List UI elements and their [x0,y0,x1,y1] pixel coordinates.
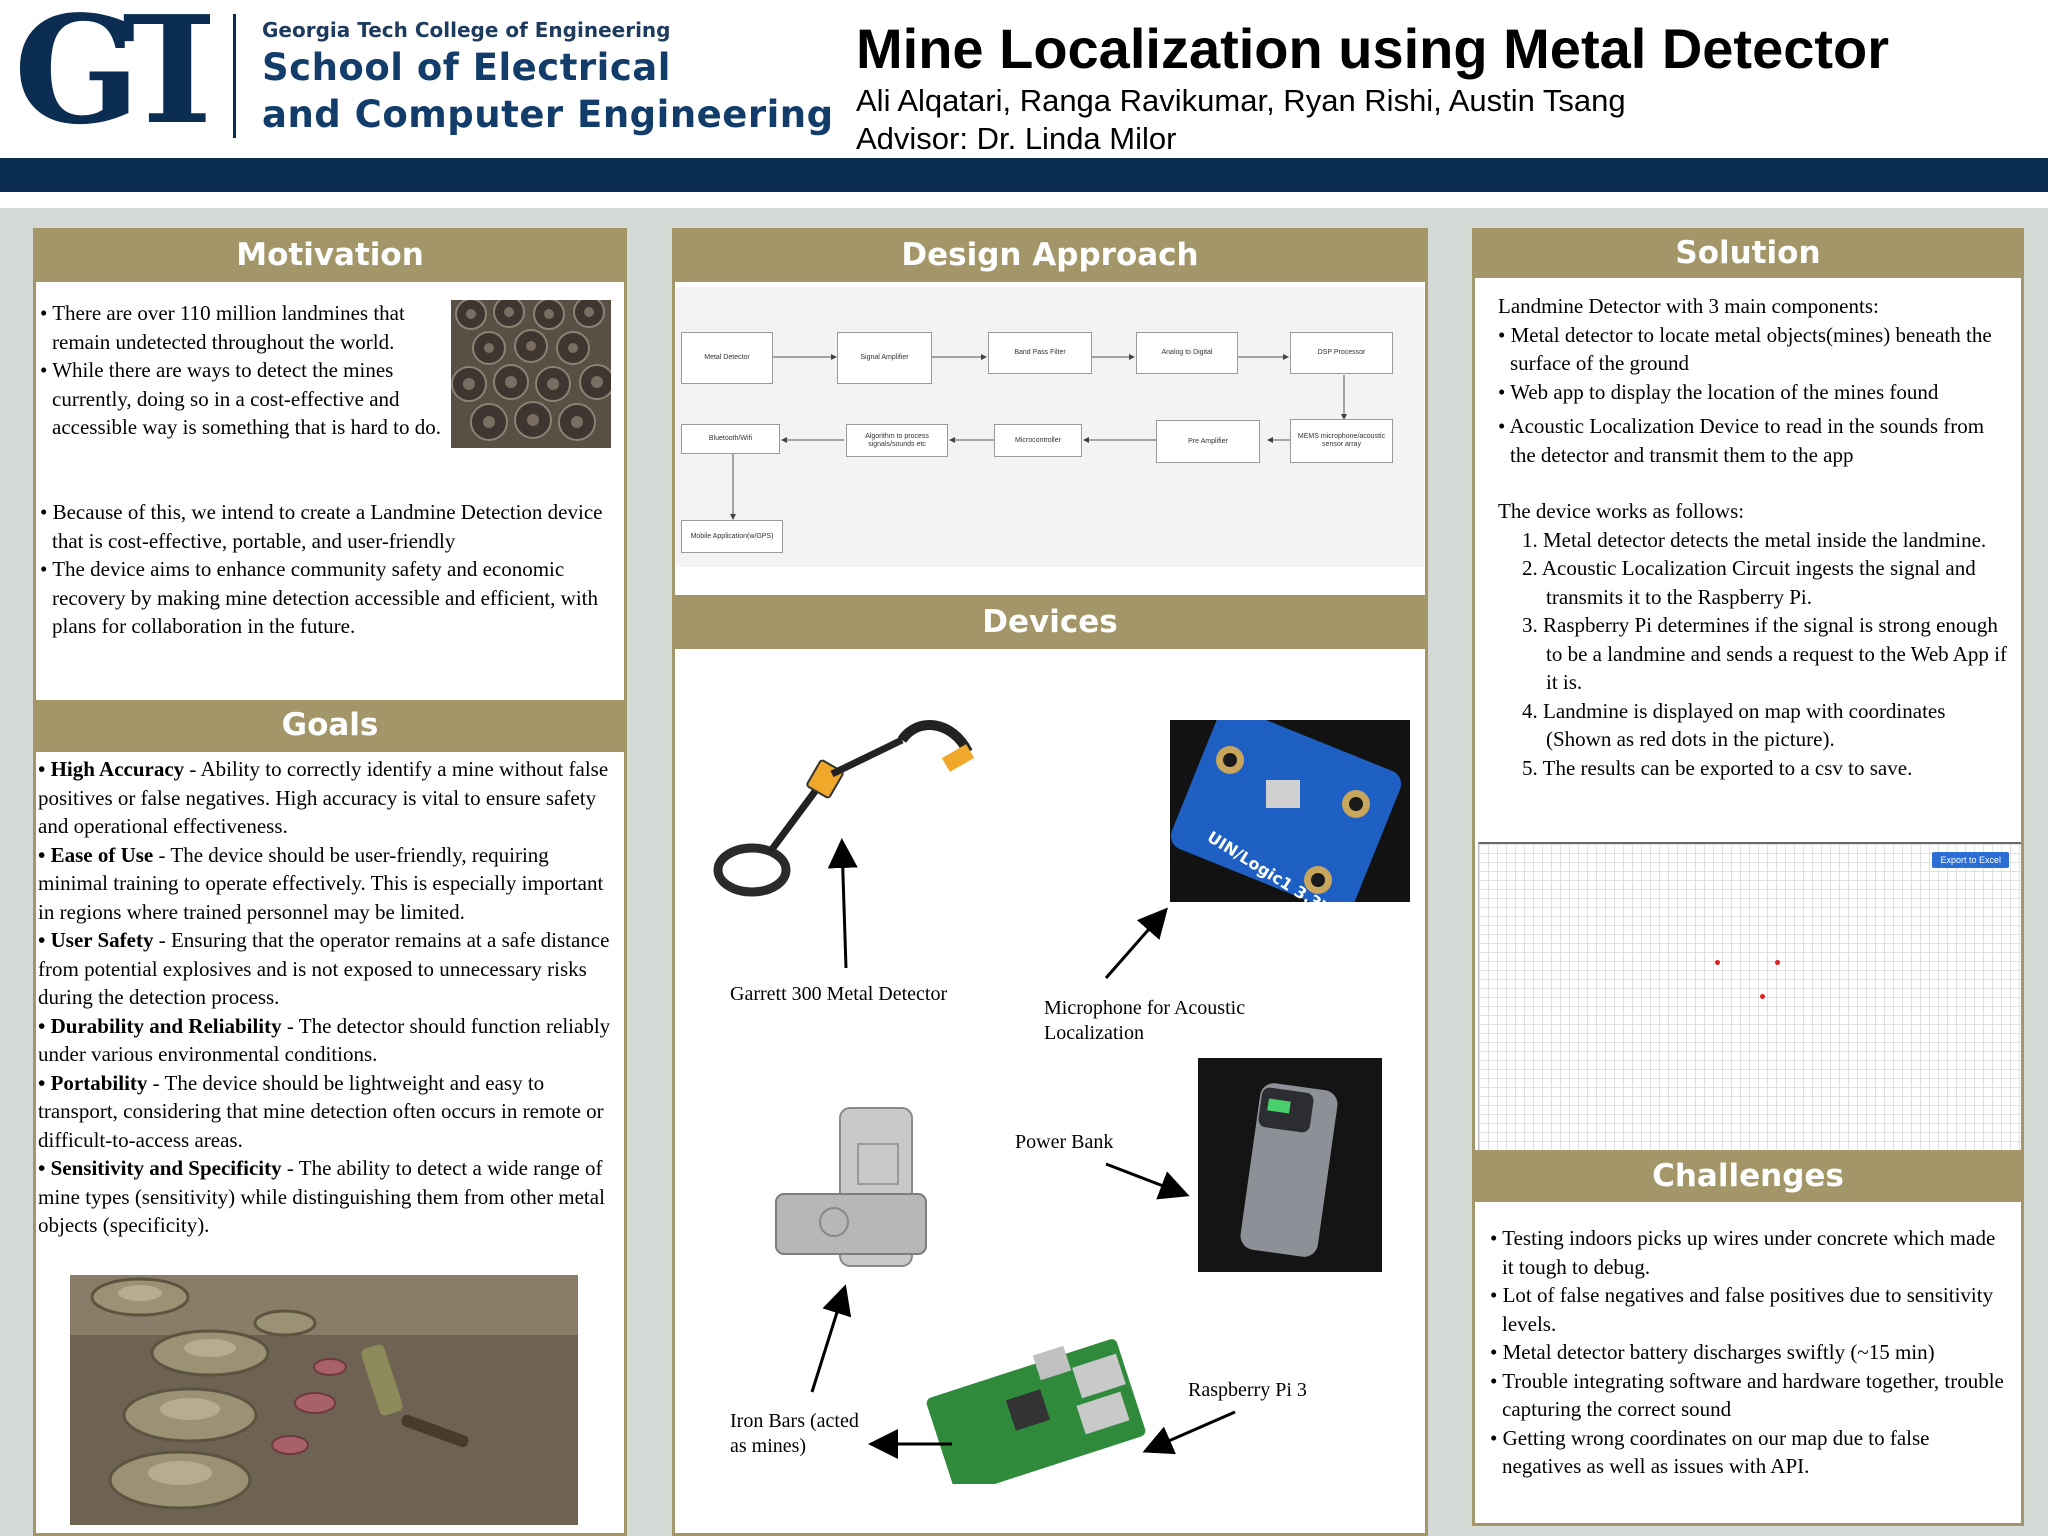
metal-detector-label: Garrett 300 Metal Detector [730,983,948,1005]
solution-step: 1. Metal detector detects the metal insi… [1522,527,1987,552]
design-approach-heading: Design Approach [672,228,1428,282]
svg-text:GT: GT [18,10,210,138]
solution-works-intro: The device works as follows: [1498,499,1745,523]
block-algorithm: Algorithm to process signals/sounds etc [846,424,948,457]
motivation-bullet: • There are over 110 million landmines t… [40,301,405,354]
goal-desc: - The device should be lightweight and e… [38,1070,604,1152]
logo-divider [233,14,236,138]
goal-title: • User Safety [38,928,154,952]
challenges-heading: Challenges [1472,1150,2024,1202]
solution-component: • Metal detector to locate metal objects… [1498,322,1992,376]
iron-bars-label: Iron Bars (acted as mines) [730,1409,859,1459]
solution-step: 5. The results can be exported to a csv … [1522,755,1913,780]
microphone-label: Microphone for Acoustic Localization [1044,996,1245,1046]
school-line-1: School of Electrical [262,46,671,89]
goal-title: • Portability [38,1070,148,1095]
goal-item: • Ease of Use - The device should be use… [38,841,618,927]
devices-heading: Devices [675,595,1425,649]
block-band-pass-filter: Band Pass Filter [988,332,1092,374]
school-name: School of Electrical and Computer Engine… [262,44,834,138]
block-analog-to-digital: Analog to Digital [1136,332,1238,374]
goal-desc: - The device should be user-friendly, re… [38,842,604,924]
acoustic-microphone-board: UIN/Logic1 3.3V [1170,720,1410,902]
solution-component: • Acoustic Localization Device to read i… [1498,414,1985,467]
iron-bars-image [775,1107,927,1267]
block-microcontroller: Microcontroller [994,424,1082,457]
mine-map-screenshot: Export to Excel [1478,842,2021,1150]
goal-item: • User Safety - Ensuring that the operat… [38,926,618,1012]
solution-step: 2. Acoustic Localization Circuit ingests… [1522,556,1976,609]
goal-title: • Durability and Reliability [38,1013,282,1038]
solution-step: 4. Landmine is displayed on map with coo… [1522,698,1946,752]
block-pre-amplifier: Pre Amplifier [1156,420,1260,463]
goal-title: • Sensitivity and Specificity [38,1156,282,1180]
college-name: Georgia Tech College of Engineering [262,18,671,42]
mine-marker [1775,960,1780,965]
header-divider-strip [0,192,2048,208]
challenge-bullet: • Testing indoors picks up wires under c… [1490,1226,1996,1279]
school-line-2: and Computer Engineering [262,93,834,136]
goal-item: • Sensitivity and Specificity - The abil… [38,1154,618,1240]
iron-bars-label-line-2: as mines) [730,1435,807,1457]
challenge-bullet: • Metal detector battery discharges swif… [1490,1340,1935,1364]
challenge-bullet: • Getting wrong coordinates on our map d… [1490,1425,1930,1479]
power-bank-label: Power Bank [1015,1131,1114,1153]
goal-title: • High Accuracy [38,757,185,781]
iron-bars-label-line-1: Iron Bars (acted [730,1410,859,1432]
device-arrows [810,838,1236,1459]
challenge-bullet: • Lot of false negatives and false posit… [1490,1283,1994,1336]
challenge-bullet: • Trouble integrating software and hardw… [1490,1368,2004,1422]
block-metal-detector: Metal Detector [681,332,773,384]
solution-step: 3. Raspberry Pi determines if the signal… [1522,613,2007,694]
goal-desc: - Ensuring that the operator remains at … [38,928,610,1009]
challenges-text: • Testing indoors picks up wires under c… [1490,1224,2004,1481]
goal-desc: - The detector should function reliably … [38,1013,611,1067]
goal-item: • High Accuracy - Ability to correctly i… [38,755,618,841]
block-mobile-application: Mobile Application(w/GPS) [681,520,783,553]
authors-block: Ali Alqatari, Ranga Ravikumar, Ryan Rish… [856,82,1626,158]
header-navy-band [0,158,2048,192]
block-mems-microphone: MEMS microphone/acoustic sensor array [1290,419,1393,463]
block-signal-amplifier: Signal Amplifier [837,332,932,384]
solution-component: • Web app to display the location of the… [1498,379,1939,404]
poster-title: Mine Localization using Metal Detector [856,17,1890,80]
metal-detector-image [713,720,975,897]
goals-text: • High Accuracy - Ability to correctly i… [38,755,618,1240]
mine-marker [1715,960,1720,965]
author-list: Ali Alqatari, Ranga Ravikumar, Ryan Rish… [856,83,1626,118]
motivation-bullet: • The device aims to enhance community s… [40,557,598,638]
landmines-photo [451,300,611,448]
advisor: Advisor: Dr. Linda Milor [856,121,1177,156]
solution-intro: Landmine Detector with 3 main components… [1498,294,1879,318]
block-bluetooth-wifi: Bluetooth/Wifi [681,424,780,454]
goals-heading: Goals [36,700,624,752]
power-bank-image [1198,1058,1382,1272]
design-flow-diagram: Metal Detector Signal Amplifier Band Pas… [676,287,1424,567]
goal-desc: - The ability to detect a wide range of … [38,1156,605,1237]
poster-header: GT Georgia Tech College of Engineering S… [0,0,2048,158]
solution-heading: Solution [1472,228,2024,278]
gt-logo: GT [18,10,210,138]
motivation-text-full: • Because of this, we intend to create a… [40,498,620,641]
microphone-label-line-1: Microphone for Acoustic [1044,997,1246,1019]
microphone-label-line-2: Localization [1044,1022,1144,1044]
buried-mines-photo [70,1275,578,1525]
goal-item: • Portability - The device should be lig… [38,1069,618,1155]
mine-marker [1760,994,1765,999]
motivation-bullet: • Because of this, we intend to create a… [40,500,603,553]
goal-title: • Ease of Use [38,842,154,867]
raspberry-pi-label: Raspberry Pi 3 [1188,1379,1307,1401]
export-to-excel-button[interactable]: Export to Excel [1932,852,2009,868]
raspberry-pi-image [926,1339,1146,1484]
motivation-text: • There are over 110 million landmines t… [40,299,454,442]
goal-item: • Durability and Reliability - The detec… [38,1012,618,1069]
solution-text: Landmine Detector with 3 main components… [1498,292,2010,782]
motivation-heading: Motivation [33,228,627,282]
goal-desc: - Ability to correctly identify a mine w… [38,757,609,838]
block-dsp-processor: DSP Processor [1290,332,1393,374]
motivation-bullet: • While there are ways to detect the min… [40,358,442,439]
